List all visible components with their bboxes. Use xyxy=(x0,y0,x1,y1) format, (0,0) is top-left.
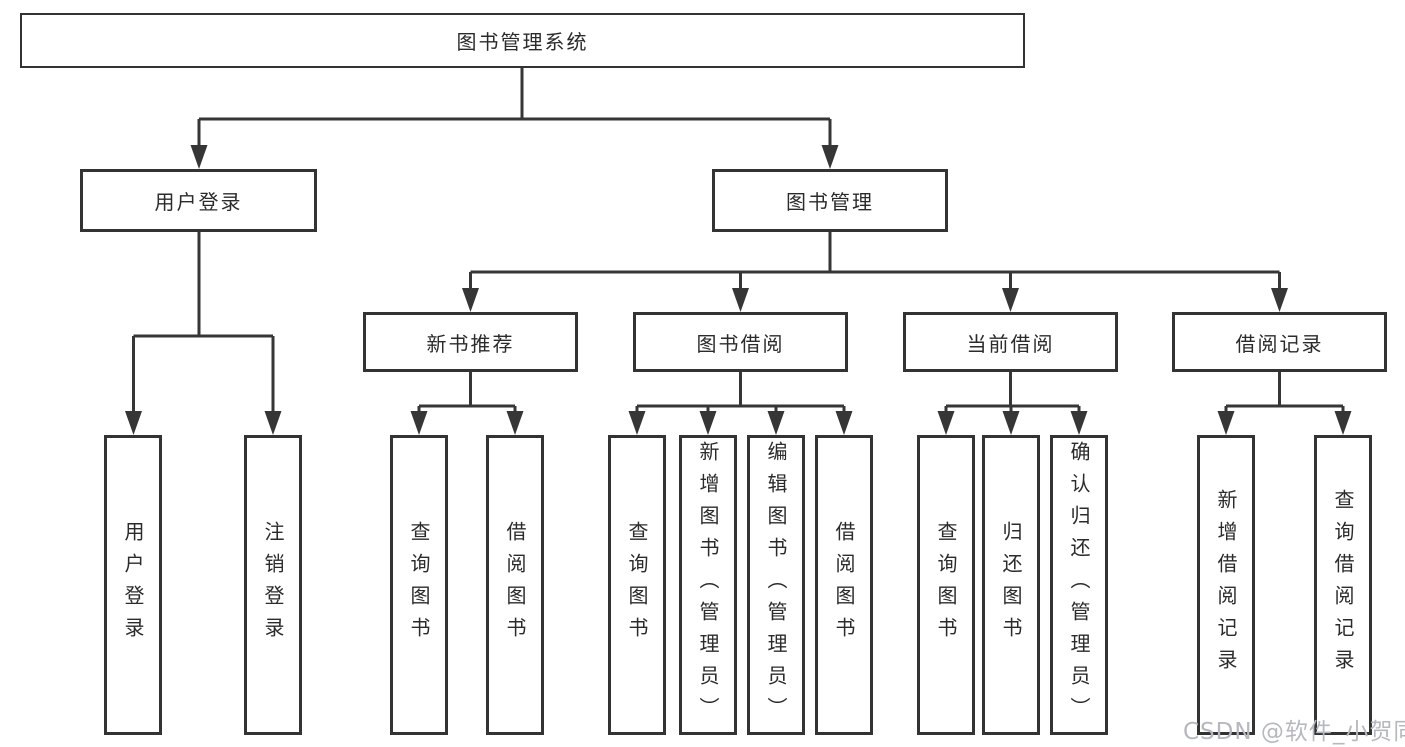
node-borrowing-records: 借阅记录 xyxy=(1172,312,1387,372)
node-root-label: 图书管理系统 xyxy=(456,30,589,54)
leaf-borrow-books-1-label: 借阅图书 xyxy=(503,521,527,649)
leaf-confirm-return-admin: 确认归还（管理员） xyxy=(1050,435,1108,735)
node-current-borrowing: 当前借阅 xyxy=(903,312,1118,372)
watermark: CSDN @软件_小贺同学 xyxy=(1183,719,1405,745)
connector-book-management-to-level3 xyxy=(469,232,1281,290)
leaf-return-books-label: 归还图书 xyxy=(999,521,1023,649)
leaf-query-books-3-label: 查询图书 xyxy=(934,521,958,649)
arrowheads-level2 xyxy=(190,145,839,169)
node-new-book-recommendation-label: 新书推荐 xyxy=(426,331,515,356)
connector-new-book-children xyxy=(417,372,517,413)
leaf-logout-login: 注销登录 xyxy=(244,435,302,735)
leaf-add-borrow-record-label: 新增借阅记录 xyxy=(1214,489,1238,681)
node-book-borrowing-label: 图书借阅 xyxy=(696,331,785,356)
leaf-query-books-3: 查询图书 xyxy=(917,435,975,735)
leaf-add-books-admin: 新增图书（管理员） xyxy=(679,435,737,735)
node-root: 图书管理系统 xyxy=(20,13,1025,68)
connector-borrowing-records-children xyxy=(1224,372,1345,413)
arrowheads-borrowing-records-children xyxy=(1217,411,1352,435)
node-book-borrowing: 图书借阅 xyxy=(633,312,848,372)
leaf-query-books-2: 查询图书 xyxy=(608,435,666,735)
node-book-management-label: 图书管理 xyxy=(786,190,874,214)
connector-user-login-children xyxy=(132,232,275,413)
leaf-user-login-label: 用户登录 xyxy=(121,521,145,649)
leaf-query-books-1-label: 查询图书 xyxy=(407,521,431,649)
leaf-borrow-books-2-label: 借阅图书 xyxy=(832,521,856,649)
node-book-management: 图书管理 xyxy=(712,169,948,232)
arrowheads-current-borrowing-children xyxy=(937,411,1088,435)
leaf-logout-login-label: 注销登录 xyxy=(261,521,285,649)
node-borrowing-records-label: 借阅记录 xyxy=(1235,331,1324,356)
connector-root-to-level2 xyxy=(197,68,832,147)
leaf-query-books-2-label: 查询图书 xyxy=(625,521,649,649)
leaf-return-books: 归还图书 xyxy=(982,435,1040,735)
connector-current-borrowing-children xyxy=(944,372,1081,413)
leaf-edit-books-admin-label: 编辑图书（管理员） xyxy=(764,441,788,729)
arrowheads-user-login-children xyxy=(125,411,282,435)
leaf-edit-books-admin: 编辑图书（管理员） xyxy=(747,435,805,735)
node-user-login-label: 用户登录 xyxy=(154,190,243,214)
arrowheads-book-borrowing-children xyxy=(628,411,853,435)
arrowheads-level3 xyxy=(462,288,1288,312)
leaf-borrow-books-1: 借阅图书 xyxy=(486,435,544,735)
leaf-query-borrow-record-label: 查询借阅记录 xyxy=(1331,489,1355,681)
node-current-borrowing-label: 当前借阅 xyxy=(966,331,1055,356)
leaf-user-login: 用户登录 xyxy=(104,435,162,735)
leaf-query-borrow-record: 查询借阅记录 xyxy=(1314,435,1372,735)
leaf-query-books-1: 查询图书 xyxy=(390,435,448,735)
leaf-add-borrow-record: 新增借阅记录 xyxy=(1197,435,1255,735)
leaf-confirm-return-admin-label: 确认归还（管理员） xyxy=(1067,441,1091,729)
leaf-borrow-books-2: 借阅图书 xyxy=(815,435,873,735)
arrowheads-new-book-children xyxy=(410,411,524,435)
connector-book-borrowing-children xyxy=(635,372,846,413)
node-user-login: 用户登录 xyxy=(80,169,317,232)
leaf-add-books-admin-label: 新增图书（管理员） xyxy=(696,441,720,729)
node-new-book-recommendation: 新书推荐 xyxy=(363,312,578,372)
